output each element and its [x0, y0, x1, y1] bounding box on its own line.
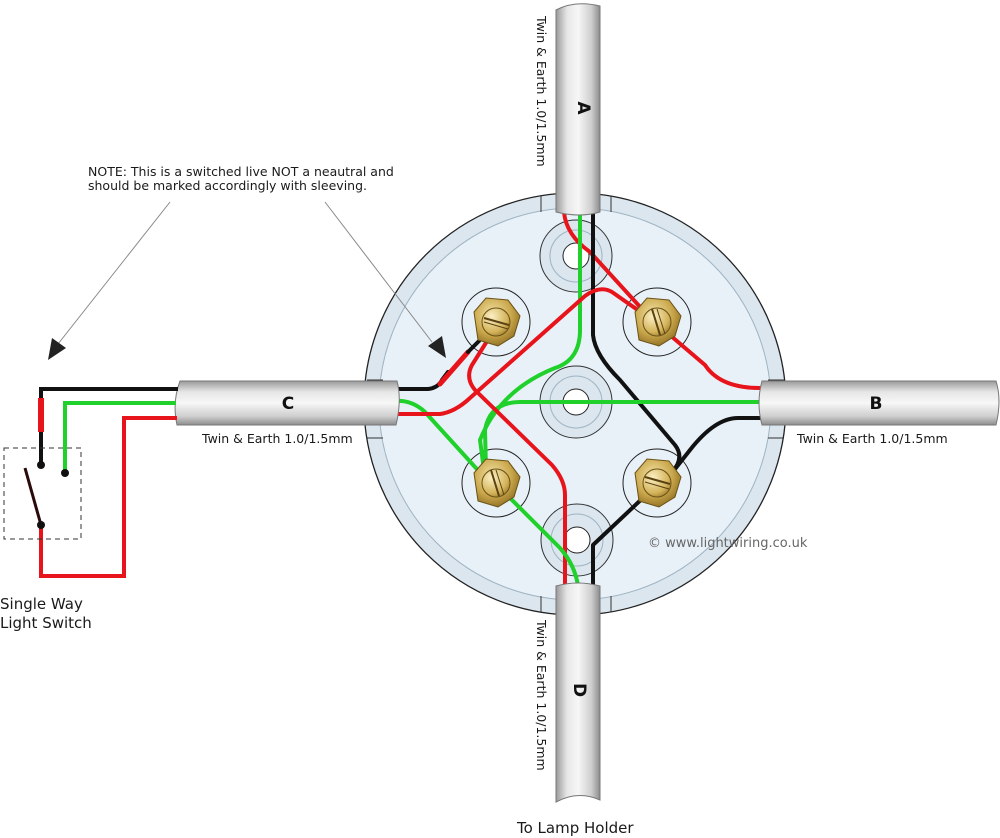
terminal-bottom-left [473, 458, 521, 508]
wire-d-neutral [591, 494, 647, 587]
switch-outline [3, 447, 82, 540]
cable-b-letter: B [870, 394, 883, 414]
wire-c-switched-live-sleeve [437, 349, 471, 387]
wire-d-switched-live [467, 336, 567, 587]
note-pointer-left [57, 201, 171, 345]
terminals [473, 297, 682, 508]
terminal-top-right [634, 297, 682, 347]
terminal-top-left [473, 297, 521, 347]
cable-c: C Twin & Earth 1.0/1.5mm [174, 380, 400, 446]
wire-c-live [394, 287, 654, 416]
wires [394, 210, 762, 588]
switch-label-line-2: Light Switch [0, 614, 92, 632]
cable-b: B Twin & Earth 1.0/1.5mm [758, 380, 1000, 446]
switch-earth-wire [63, 401, 176, 473]
note-line-2: should be marked accordingly with sleevi… [88, 178, 367, 193]
cable-a: A Twin & Earth 1.0/1.5mm [534, 3, 601, 216]
wire-b-neutral [666, 416, 762, 480]
copyright-text: © www.lightwiring.co.uk [648, 536, 808, 551]
light-switch [3, 447, 82, 540]
switch-contact-earth [61, 469, 69, 477]
fixing-hole-top [539, 219, 613, 293]
terminal-bottom-right [634, 458, 682, 508]
switch-contact-1 [37, 461, 45, 469]
cable-c-spec: Twin & Earth 1.0/1.5mm [201, 431, 353, 446]
switch-neutral-wire [39, 387, 178, 465]
box-notches [367, 196, 784, 612]
cable-b-spec: Twin & Earth 1.0/1.5mm [796, 431, 948, 446]
arrow-head-right-icon [428, 336, 446, 358]
switch-live-wire [39, 416, 177, 578]
lamp-holder-label: To Lamp Holder [516, 819, 634, 837]
cable-d-spec: Twin & Earth 1.0/1.5mm [534, 619, 549, 771]
wire-b-live [662, 328, 762, 390]
note-line-1: NOTE: This is a switched live NOT a neau… [88, 164, 394, 179]
wire-a-live [562, 210, 654, 322]
cable-a-letter: A [573, 101, 593, 115]
switch-label-line-1: Single Way [0, 595, 83, 613]
switch-wiring [38, 387, 178, 578]
note-pointer-right [324, 201, 433, 343]
arrow-head-left-icon [48, 338, 66, 360]
cable-a-spec: Twin & Earth 1.0/1.5mm [534, 15, 549, 167]
cable-c-letter: C [282, 394, 294, 414]
wire-d-earth [503, 491, 580, 588]
switch-pivot [37, 521, 45, 529]
cable-d: D Twin & Earth 1.0/1.5mm [534, 582, 601, 803]
cable-d-letter: D [569, 683, 589, 697]
note: NOTE: This is a switched live NOT a neau… [48, 164, 446, 360]
switch-lever [23, 467, 43, 526]
